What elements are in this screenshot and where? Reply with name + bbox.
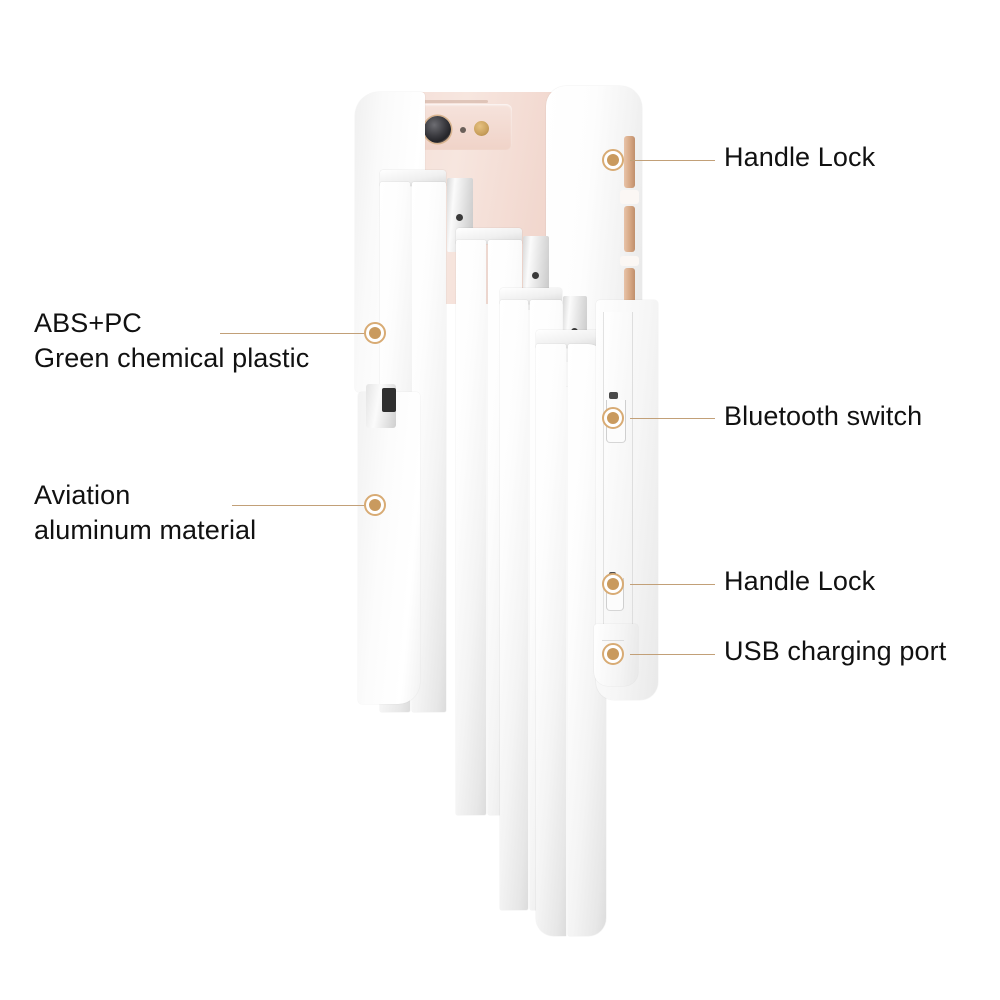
- phone-volume-up-button: [624, 206, 635, 252]
- callout-label-bluetooth-switch-line-1: Bluetooth switch: [724, 401, 923, 431]
- callout-label-usb-charging-port: USB charging port: [724, 634, 946, 669]
- camera-lens-icon: [424, 116, 451, 143]
- callout-marker-abs-pc-plastic[interactable]: [364, 322, 386, 344]
- callout-marker-handle-lock-bottom[interactable]: [602, 573, 624, 595]
- callout-label-handle-lock-top-line-1: Handle Lock: [724, 142, 876, 172]
- callout-label-abs-pc-plastic-line-1: ABS+PC: [34, 308, 142, 338]
- bluetooth-switch-nub: [609, 392, 618, 399]
- handle-latch-notch: [382, 388, 396, 412]
- callout-label-abs-pc-plastic-line-2: Green chemical plastic: [34, 343, 310, 374]
- arm-segment-2a: [456, 240, 486, 815]
- callout-marker-usb-charging-port[interactable]: [602, 643, 624, 665]
- arm-segment-4a: [536, 344, 566, 936]
- case-cutout-lower: [620, 256, 639, 266]
- callout-label-handle-lock-bottom-line-1: Handle Lock: [724, 566, 876, 596]
- callout-label-handle-lock-bottom: Handle Lock: [724, 564, 875, 599]
- leader-line-handle-lock-bottom: [630, 584, 715, 585]
- callout-label-handle-lock-top: Handle Lock: [724, 140, 875, 175]
- callout-label-aviation-aluminum-line-2: aluminum material: [34, 515, 257, 546]
- leader-line-abs-pc-plastic: [220, 333, 370, 334]
- phone-side-button-top: [624, 136, 635, 188]
- callout-marker-aviation-aluminum[interactable]: [364, 494, 386, 516]
- arm-cap-4: [536, 330, 606, 348]
- leader-line-bluetooth-switch: [630, 418, 715, 419]
- leader-line-handle-lock-top: [630, 160, 715, 161]
- arm-segment-3a: [500, 300, 528, 910]
- callout-label-aviation-aluminum-line-1: Aviation: [34, 480, 131, 510]
- usb-port-seam: [602, 640, 624, 641]
- callout-label-abs-pc-plastic: ABS+PC Green chemical plastic: [34, 306, 309, 376]
- case-lower-body: [358, 392, 420, 704]
- microphone-icon: [460, 127, 466, 133]
- callout-label-bluetooth-switch: Bluetooth switch: [724, 399, 922, 434]
- leader-line-usb-charging-port: [630, 654, 715, 655]
- phone-antenna-line: [392, 100, 488, 103]
- camera-flash-icon: [474, 121, 489, 136]
- callout-marker-bluetooth-switch[interactable]: [602, 407, 624, 429]
- callout-label-usb-charging-port-line-1: USB charging port: [724, 636, 947, 666]
- case-cutout-upper: [620, 190, 639, 204]
- callout-marker-handle-lock-top[interactable]: [602, 149, 624, 171]
- leader-line-aviation-aluminum: [232, 505, 370, 506]
- callout-label-aviation-aluminum: Aviation aluminum material: [34, 478, 256, 548]
- phone-volume-down-button: [624, 268, 635, 314]
- arm-screw-2: [532, 272, 539, 279]
- arm-screw-1: [456, 214, 463, 221]
